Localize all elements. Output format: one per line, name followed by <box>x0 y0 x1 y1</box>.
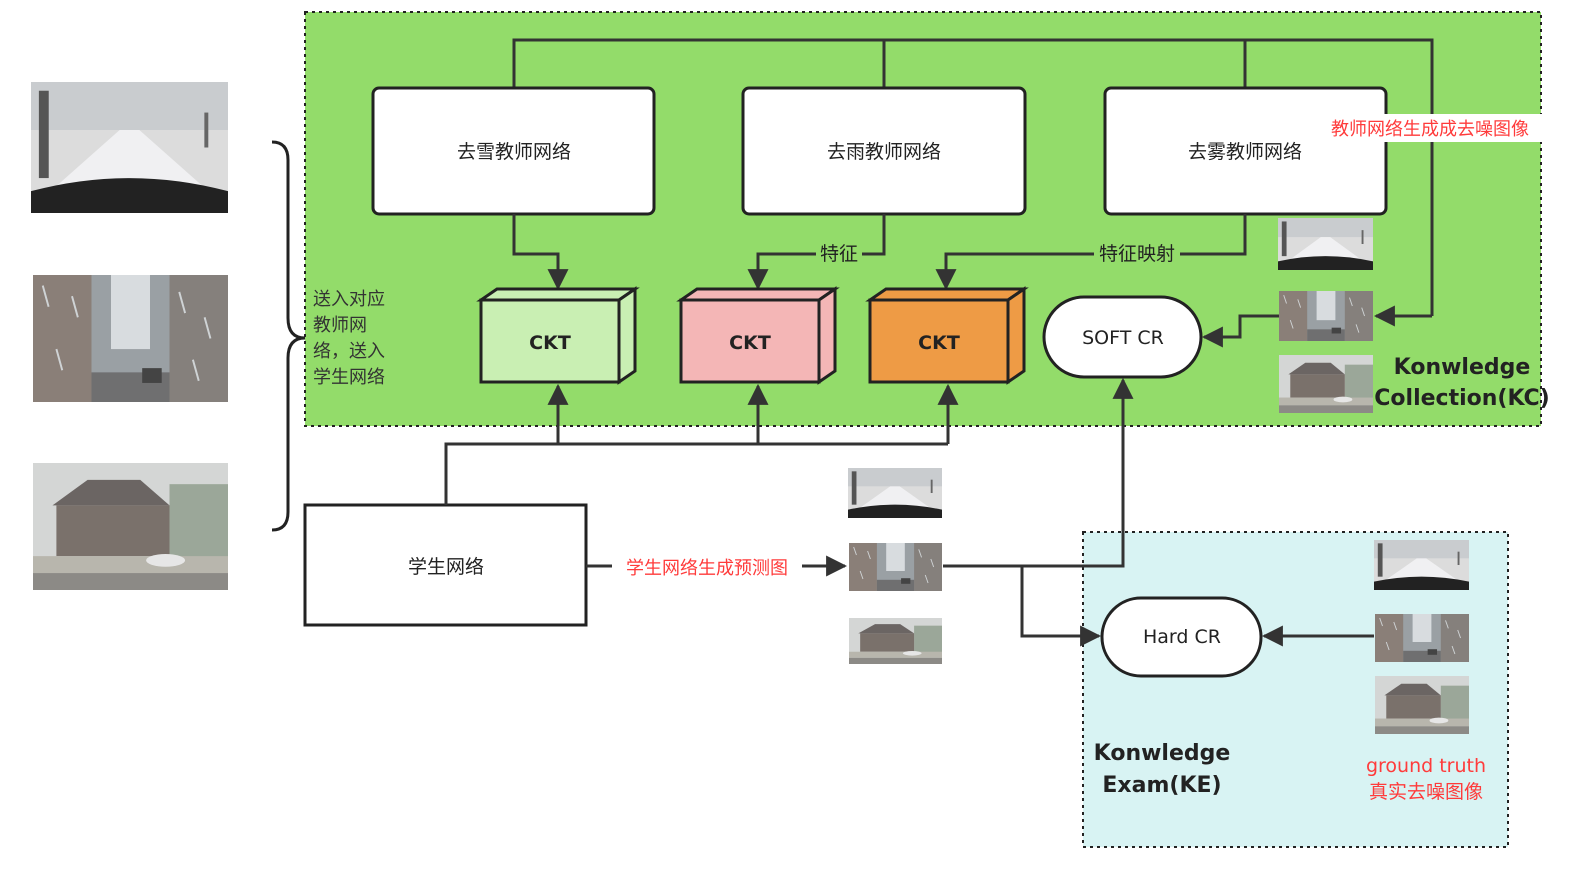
gt-snow <box>1374 540 1469 590</box>
teacher-output-label: 教师网络生成成去噪图像 <box>1331 119 1529 140</box>
arrow-predictions-to-hard-cr <box>1020 566 1102 647</box>
send-to-line-2: 教师网 <box>313 315 367 336</box>
teacher-output-house <box>1279 355 1373 413</box>
prediction-snow <box>848 468 942 518</box>
student-bus-line <box>444 442 948 505</box>
feature-map-label: 特征映射 <box>1099 243 1175 265</box>
prediction-house <box>849 618 942 664</box>
ke-title-line-1: Konwledge <box>1094 741 1231 766</box>
teacher-haze-label: 去雾教师网络 <box>1188 141 1302 163</box>
send-to-line-1: 送入对应 <box>313 289 385 310</box>
teacher-output-label-bg <box>1314 114 1546 142</box>
soft-cr-label: SOFT CR <box>1082 327 1164 349</box>
send-to-line-3: 络，送入 <box>313 341 385 362</box>
hard-cr-label: Hard CR <box>1143 626 1221 648</box>
arrow-teacher-images-to-soft-cr <box>1201 314 1279 348</box>
input-brace <box>271 140 306 532</box>
input-image-snow <box>31 82 228 213</box>
ke-title-line-2: Exam(KE) <box>1102 773 1221 798</box>
ckt-orange-label: CKT <box>918 332 960 354</box>
prediction-rain <box>849 543 942 591</box>
kc-title-line-2: Collection(KC) <box>1374 386 1549 411</box>
teacher-rain-label: 去雨教师网络 <box>827 141 941 163</box>
student-box <box>303 503 588 627</box>
input-image-house <box>33 463 228 590</box>
teacher-output-rain <box>1279 291 1373 341</box>
arrow-snow-to-ckt <box>512 214 569 291</box>
input-image-rain <box>33 275 228 402</box>
ckt-green-cube <box>476 286 640 385</box>
ckt-pink-cube <box>676 286 840 385</box>
feature-label: 特征 <box>820 243 858 265</box>
student-label: 学生网络 <box>408 556 484 578</box>
student-output-label-bg <box>612 554 802 580</box>
ckt-pink-label: CKT <box>729 332 771 354</box>
student-output-label: 学生网络生成预测图 <box>626 558 788 579</box>
teacher-snow-label: 去雪教师网络 <box>457 141 571 163</box>
send-to-line-4: 学生网络 <box>313 367 385 388</box>
gt-house <box>1375 676 1469 734</box>
teacher-output-snow <box>1278 218 1373 270</box>
feature-map-label-bg <box>1094 240 1180 266</box>
gt-rain <box>1375 614 1469 662</box>
feature-label-bg <box>816 240 862 266</box>
ckt-orange-cube <box>865 286 1029 385</box>
top-bus-line <box>512 38 1434 316</box>
ground-truth-cn-label: 真实去噪图像 <box>1369 781 1483 803</box>
arrow-predictions-to-soft-cr <box>943 377 1134 568</box>
soft-cr-box <box>1042 295 1203 379</box>
kc-title-line-1: Konwledge <box>1394 355 1531 380</box>
hard-cr-box <box>1100 596 1263 678</box>
ckt-green-label: CKT <box>529 332 571 354</box>
ground-truth-label: ground truth <box>1366 755 1486 777</box>
